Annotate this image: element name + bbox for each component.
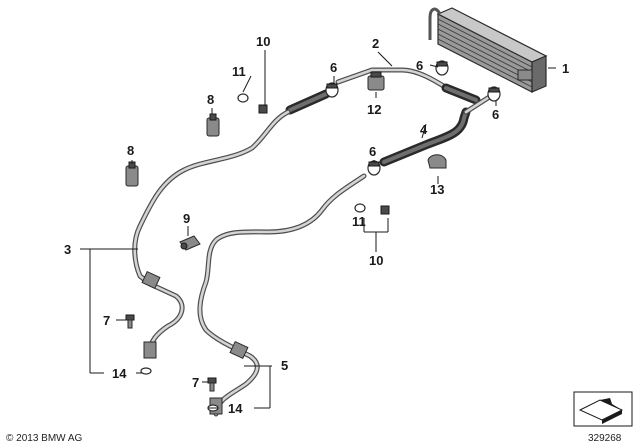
oil-hose-upper[interactable] (285, 67, 481, 115)
copyright-text: © 2013 BMW AG (6, 433, 83, 444)
oil-cooler[interactable] (428, 7, 548, 93)
oil-pipe-left[interactable] (132, 109, 291, 359)
callout-3: 3 (64, 242, 71, 257)
bolt-7-left[interactable] (125, 314, 135, 329)
diagram-number: 329268 (588, 433, 622, 444)
pipe-holder-9[interactable] (179, 235, 201, 251)
callout-12: 12 (367, 102, 381, 117)
nut-10-upper[interactable] (258, 104, 268, 114)
oil-hose-lower[interactable] (379, 91, 497, 167)
callout-10-lower: 10 (369, 253, 383, 268)
callout-14-left: 14 (112, 366, 127, 381)
pipe-holder-13[interactable] (427, 154, 447, 169)
nut-10-lower[interactable] (380, 205, 390, 215)
callout-6-hose-upper: 6 (330, 60, 337, 75)
callout-8-upper: 8 (207, 92, 214, 107)
seal-ring-14-left[interactable] (140, 367, 152, 375)
hose-clamp-3[interactable] (435, 60, 449, 76)
callout-10-upper: 10 (256, 34, 270, 49)
callout-6-cooler-top: 6 (416, 58, 423, 73)
callout-8-lower: 8 (127, 143, 134, 158)
callout-6-cooler-bottom: 6 (492, 107, 499, 122)
bolt-7-right[interactable] (207, 377, 217, 392)
pipe-holder-8-upper[interactable] (206, 113, 220, 137)
callout-7-left: 7 (103, 313, 110, 328)
callout-7-right: 7 (192, 375, 199, 390)
leader-lines (80, 50, 556, 409)
callout-6-hose-lower: 6 (369, 144, 376, 159)
orientation-arrow-icon (573, 391, 633, 427)
callout-9: 9 (183, 211, 190, 226)
callout-11-lower: 11 (352, 214, 366, 229)
pipe-holder-8-lower[interactable] (125, 161, 139, 187)
washer-11-lower[interactable] (354, 203, 366, 213)
callout-5: 5 (281, 358, 288, 373)
callout-13: 13 (430, 182, 444, 197)
washer-11-upper[interactable] (237, 93, 249, 103)
hose-clamp-2[interactable] (367, 160, 381, 176)
callout-1: 1 (562, 61, 569, 76)
hose-clamp-4[interactable] (487, 86, 501, 102)
callout-2: 2 (372, 36, 379, 51)
callout-4: 4 (420, 122, 428, 137)
callout-11-upper: 11 (232, 64, 246, 79)
hose-clamp-1[interactable] (325, 82, 339, 98)
oil-pipe-right[interactable] (197, 173, 367, 417)
callout-14-right: 14 (228, 401, 243, 416)
pipe-holder-12[interactable] (367, 71, 385, 91)
